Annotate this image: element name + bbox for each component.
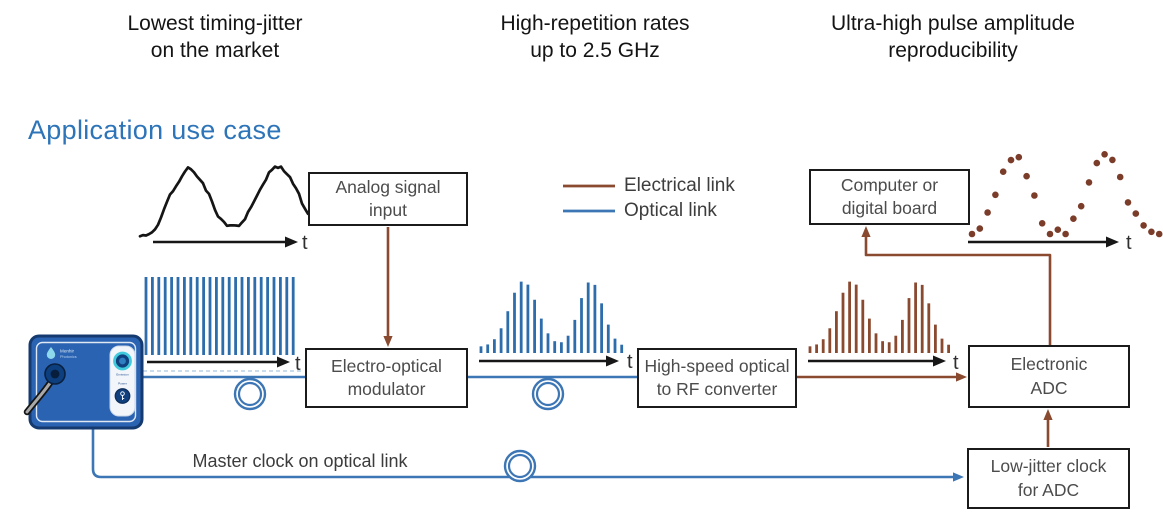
headline-repetition-rate: High-repetition rates up to 2.5 GHz bbox=[500, 12, 690, 62]
arrow-into-computer bbox=[861, 226, 871, 237]
sample-dot bbox=[1007, 156, 1015, 164]
electrical-comb-time-axis-head bbox=[933, 355, 946, 367]
sample-dot bbox=[992, 191, 999, 199]
sample-dot bbox=[1038, 220, 1046, 227]
sample-dot bbox=[1124, 199, 1132, 206]
analog-signal-waveform bbox=[138, 165, 310, 238]
sample-dot bbox=[1093, 159, 1101, 167]
sample-dot bbox=[1023, 172, 1030, 180]
time-axis-label: t bbox=[295, 353, 301, 375]
sample-dot bbox=[976, 225, 984, 232]
sample-dot bbox=[1132, 210, 1140, 217]
time-axis-label: t bbox=[1126, 232, 1132, 254]
key-icon-stem bbox=[122, 395, 125, 400]
box-computer-digital-board: Computer or digital board bbox=[809, 169, 970, 225]
sample-dot bbox=[1148, 228, 1155, 236]
brand-drop-icon bbox=[46, 347, 56, 359]
electrical-link-adc-to-computer bbox=[864, 235, 1052, 345]
brand-name-line2: Photonics bbox=[60, 355, 77, 359]
brand-name: Menhir bbox=[60, 349, 75, 354]
time-axis-label: t bbox=[953, 352, 959, 374]
fiber-coil bbox=[507, 453, 533, 479]
power-label: Power bbox=[118, 382, 127, 386]
section-title: Application use case bbox=[28, 115, 282, 145]
sample-dot bbox=[984, 209, 991, 216]
sample-dot bbox=[1077, 202, 1085, 210]
emission-label: Emission bbox=[116, 373, 129, 377]
sample-dot bbox=[1031, 192, 1038, 199]
arrow-into-modulator bbox=[383, 336, 393, 347]
optical-link-master-clock bbox=[91, 428, 954, 479]
box-low-jitter-clock: Low-jitter clock for ADC bbox=[967, 448, 1130, 509]
sample-dot bbox=[1085, 179, 1093, 186]
master-clock-label: Master clock on optical link bbox=[192, 451, 408, 471]
fiber-coil bbox=[237, 381, 263, 407]
sample-dot bbox=[1046, 230, 1054, 238]
output-connector-core bbox=[50, 369, 60, 379]
analog-time-axis-head bbox=[285, 236, 298, 248]
generated-graphics-layer bbox=[91, 151, 1163, 483]
fiber-coil bbox=[535, 381, 561, 407]
scatter-time-axis-head bbox=[1106, 236, 1119, 248]
legend-electrical-label: Electrical link bbox=[624, 175, 735, 196]
sample-dot bbox=[1109, 156, 1116, 164]
box-high-speed-optical-rf-converter: High-speed optical to RF converter bbox=[637, 348, 797, 408]
sample-dot bbox=[1155, 230, 1163, 238]
modulated-comb-time-axis-head bbox=[606, 355, 619, 367]
emission-button-center bbox=[119, 357, 126, 365]
sample-dot bbox=[1101, 151, 1108, 158]
sample-dot bbox=[1054, 226, 1062, 233]
comb-time-axis-head bbox=[277, 356, 290, 368]
arrow-into-adc bbox=[956, 372, 967, 382]
sample-dot bbox=[1070, 215, 1077, 222]
arrow-into-adc-bottom bbox=[1043, 409, 1053, 420]
headline-amplitude: Ultra-high pulse amplitude reproducibili… bbox=[831, 12, 1075, 62]
sample-dot bbox=[1015, 153, 1023, 161]
sample-dot bbox=[1116, 173, 1124, 181]
sample-dot bbox=[999, 168, 1007, 175]
headline-timing-jitter: Lowest timing-jitter on the market bbox=[127, 12, 303, 62]
box-electro-optical-modulator: Electro-optical modulator bbox=[305, 348, 468, 408]
sample-dot bbox=[1140, 222, 1147, 229]
time-axis-label: t bbox=[627, 351, 633, 373]
time-axis-label: t bbox=[302, 232, 308, 254]
sample-dot bbox=[968, 230, 976, 238]
arrow-into-clock-box bbox=[953, 472, 964, 482]
legend-optical-label: Optical link bbox=[624, 200, 717, 221]
box-electronic-adc: Electronic ADC bbox=[968, 345, 1130, 408]
sample-dot bbox=[1062, 230, 1069, 238]
laser-device: Menhir Photonics Emission Power bbox=[23, 334, 144, 430]
box-analog-signal-input: Analog signal input bbox=[308, 172, 468, 226]
